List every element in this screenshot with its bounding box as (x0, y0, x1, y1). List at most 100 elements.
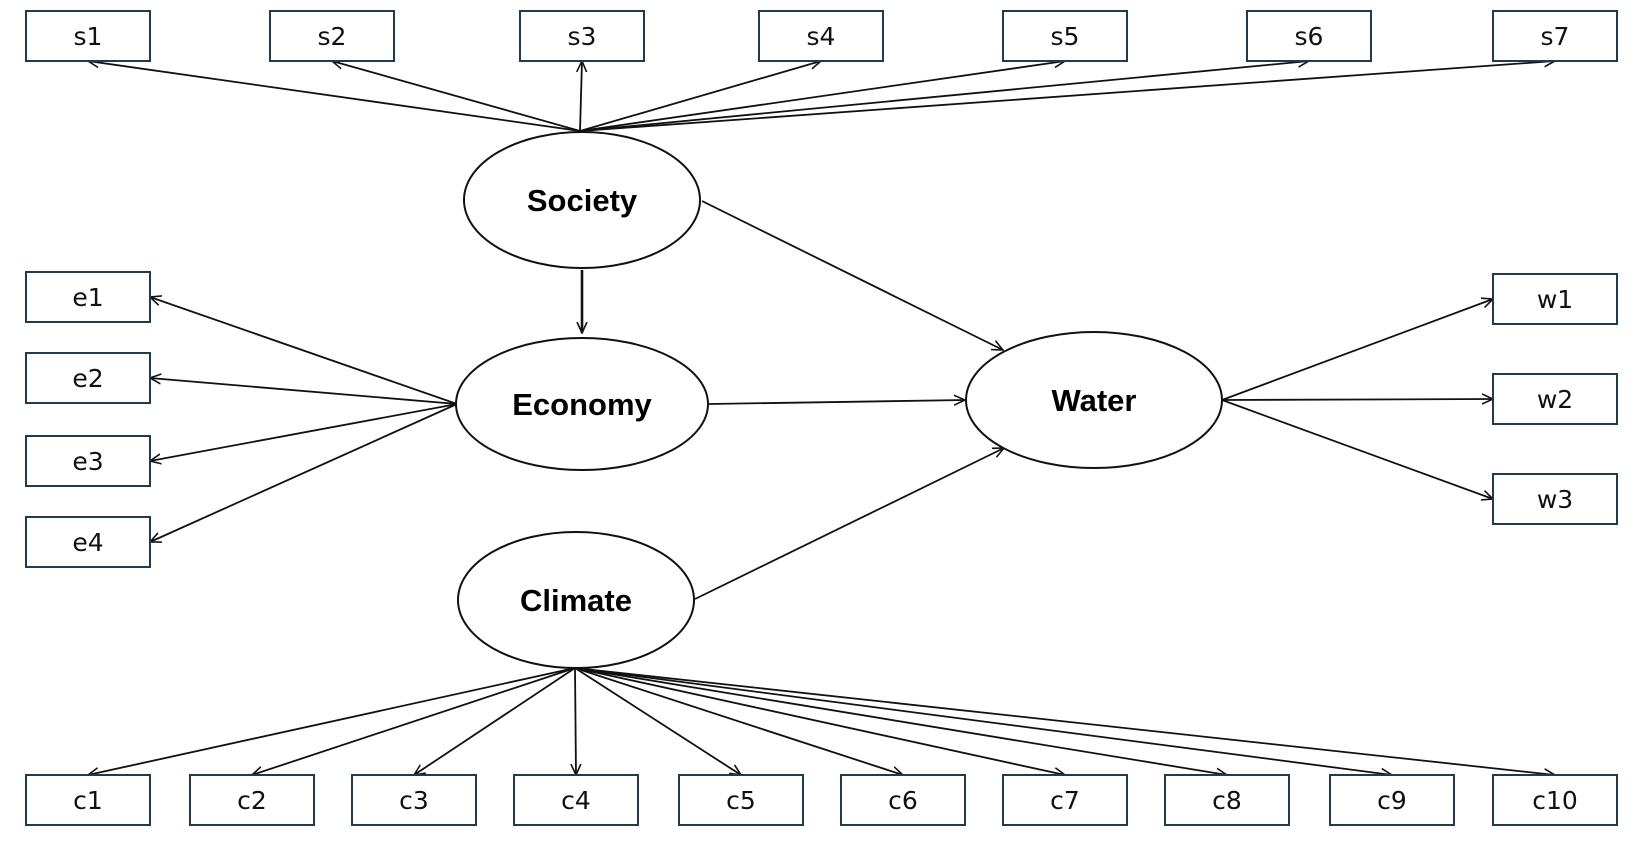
loading-arrow-s1 (88, 61, 581, 132)
indicator-c9: c9 (1329, 774, 1455, 826)
latent-climate: Climate (457, 531, 695, 669)
indicator-box (25, 516, 151, 568)
indicator-box (1329, 774, 1455, 826)
indicator-box (1492, 273, 1618, 325)
loading-arrow-c9 (574, 667, 1392, 775)
indicator-s3: s3 (519, 10, 645, 62)
loading-arrow-c6 (574, 667, 903, 775)
indicator-box (1492, 10, 1618, 62)
latent-label: Water (1052, 383, 1137, 418)
loading-arrow-c4 (575, 667, 576, 775)
indicator-label: c8 (1212, 786, 1242, 815)
loading-arrow-c7 (574, 667, 1065, 775)
loading-arrow-e2 (150, 378, 458, 405)
indicator-box (678, 774, 804, 826)
loading-arrow-e3 (150, 403, 458, 461)
indicator-box (1492, 774, 1618, 826)
latent-ellipse (965, 331, 1223, 469)
indicator-w2: w2 (1492, 373, 1618, 425)
indicator-label: w2 (1537, 385, 1573, 414)
indicator-e1: e1 (25, 271, 151, 323)
indicator-w3: w3 (1492, 473, 1618, 525)
latent-label: Climate (520, 583, 632, 618)
indicator-box (25, 271, 151, 323)
latent-label: Society (527, 183, 638, 218)
latent-society: Society (463, 131, 701, 269)
indicator-label: e1 (72, 283, 103, 312)
indicator-label: w3 (1537, 485, 1573, 514)
indicator-c4: c4 (513, 774, 639, 826)
indicator-e3: e3 (25, 435, 151, 487)
path-climate-to-water (694, 448, 1004, 600)
loading-arrow-s3 (580, 61, 582, 132)
path-society-to-water (701, 200, 1003, 350)
loading-arrow-w1 (1221, 299, 1493, 401)
indicator-label: s1 (74, 22, 103, 51)
indicator-label: s2 (318, 22, 347, 51)
indicator-c7: c7 (1002, 774, 1128, 826)
indicator-label: s3 (568, 22, 597, 51)
loading-arrow-c10 (574, 667, 1555, 775)
indicator-box (1246, 10, 1372, 62)
indicator-box (1492, 473, 1618, 525)
loading-arrow-s6 (579, 61, 1309, 132)
latent-water: Water (965, 331, 1223, 469)
indicator-e4: e4 (25, 516, 151, 568)
indicator-label: w1 (1537, 285, 1573, 314)
indicator-label: c9 (1377, 786, 1407, 815)
nodes-layer: s1 s2 s3 s4 s5 s6 s7 e1 e2 e3 e4 w1 w2 w3 c1 c2 c3 c4 c5 c6… (25, 10, 1618, 826)
path-economy-to-water (708, 400, 965, 404)
loading-arrow-c8 (574, 667, 1227, 775)
indicator-box (25, 435, 151, 487)
indicator-label: c5 (726, 786, 756, 815)
indicator-s5: s5 (1002, 10, 1128, 62)
latent-ellipse (457, 531, 695, 669)
indicator-c8: c8 (1164, 774, 1290, 826)
indicator-c6: c6 (840, 774, 966, 826)
indicator-label: c1 (73, 786, 103, 815)
indicator-c1: c1 (25, 774, 151, 826)
indicator-box (1492, 373, 1618, 425)
indicator-box (1164, 774, 1290, 826)
indicator-label: e3 (72, 447, 103, 476)
indicator-box (25, 10, 151, 62)
loading-arrow-w2 (1221, 399, 1493, 400)
indicator-box (840, 774, 966, 826)
latent-ellipse (455, 337, 709, 471)
loading-arrow-w3 (1221, 399, 1493, 499)
loading-arrow-s7 (579, 61, 1555, 132)
indicator-box (513, 774, 639, 826)
indicator-box (519, 10, 645, 62)
loading-arrow-c5 (574, 667, 741, 775)
loading-arrow-c3 (414, 667, 576, 775)
indicator-box (189, 774, 315, 826)
indicator-box (25, 774, 151, 826)
indicator-label: s6 (1295, 22, 1324, 51)
latent-label: Economy (512, 387, 652, 422)
indicator-label: c6 (888, 786, 918, 815)
indicator-box (1002, 774, 1128, 826)
indicator-label: e2 (72, 364, 103, 393)
loading-arrow-e1 (150, 297, 458, 405)
indicator-box (758, 10, 884, 62)
indicator-label: s7 (1541, 22, 1570, 51)
indicator-label: e4 (72, 528, 103, 557)
indicator-s2: s2 (269, 10, 395, 62)
latent-economy: Economy (455, 337, 709, 471)
indicator-label: c2 (237, 786, 267, 815)
indicator-label: c7 (1050, 786, 1080, 815)
latent-ellipse (463, 131, 701, 269)
loading-arrow-c2 (252, 667, 576, 775)
indicator-label: c3 (399, 786, 429, 815)
indicator-label: s5 (1051, 22, 1080, 51)
indicator-c3: c3 (351, 774, 477, 826)
indicator-w1: w1 (1492, 273, 1618, 325)
indicator-label: s4 (807, 22, 836, 51)
indicator-box (269, 10, 395, 62)
edges-layer (88, 61, 1555, 775)
indicator-c10: c10 (1492, 774, 1618, 826)
indicator-s7: s7 (1492, 10, 1618, 62)
indicator-s1: s1 (25, 10, 151, 62)
indicator-c2: c2 (189, 774, 315, 826)
